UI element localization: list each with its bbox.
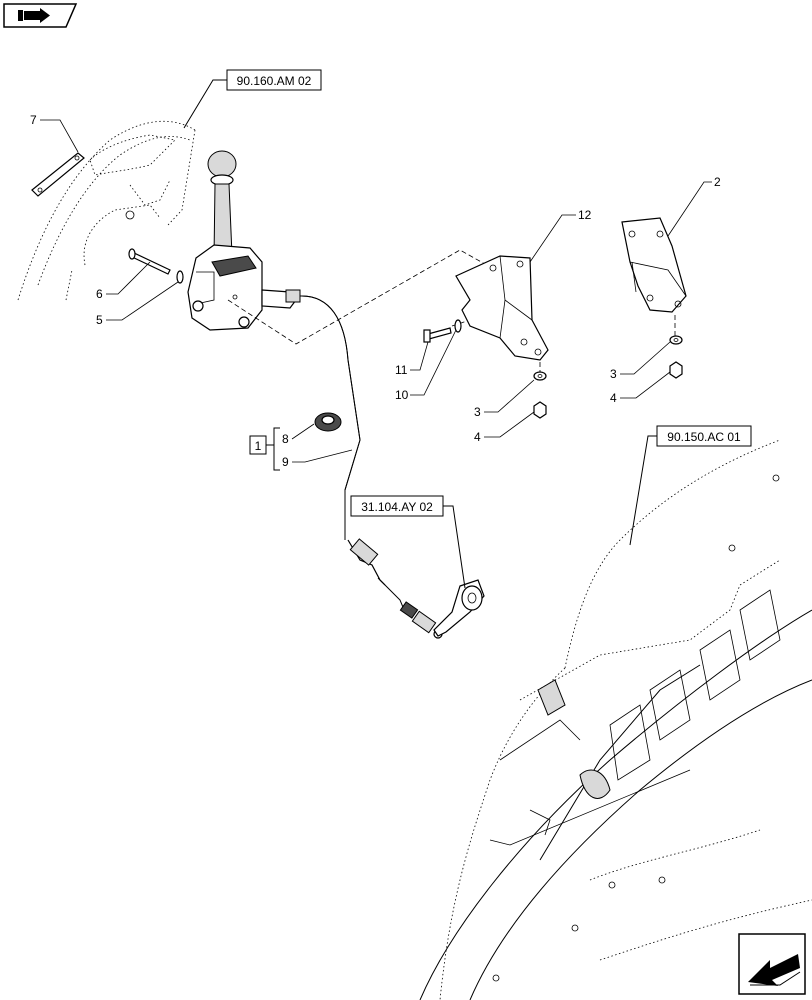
svg-text:1: 1: [255, 439, 262, 453]
svg-text:10: 10: [395, 388, 409, 402]
ref-box-frame[interactable]: 90.150.AC 01: [656, 425, 752, 447]
fasteners: [128, 248, 683, 432]
svg-text:9: 9: [282, 455, 289, 469]
callout-11: 11: [395, 341, 429, 377]
part-12-bracket: [455, 255, 549, 361]
callout-3-left: 3: [474, 379, 535, 419]
kit-bracket: [266, 427, 280, 471]
book-arrow-icon[interactable]: [3, 3, 78, 28]
part-2-bracket: [621, 217, 687, 313]
svg-text:4: 4: [610, 391, 617, 405]
ref-leader-linkage: [443, 505, 466, 589]
svg-text:4: 4: [474, 430, 481, 444]
callout-3-right: 3: [610, 341, 671, 381]
svg-text:12: 12: [578, 208, 592, 222]
callout-9: 9: [282, 449, 353, 469]
svg-text:7: 7: [30, 113, 37, 127]
svg-text:31.104.AY 02: 31.104.AY 02: [361, 500, 433, 514]
control-lever-assembly: [187, 150, 443, 639]
part-7-strip: [31, 152, 85, 197]
callout-4-right: 4: [610, 371, 671, 405]
linkage-lever: [433, 579, 485, 637]
assembly-reference-lines: [227, 249, 676, 380]
ref-box-linkage[interactable]: 31.104.AY 02: [350, 495, 444, 517]
next-page-arrow-icon[interactable]: [738, 933, 806, 995]
callout-5: 5: [96, 281, 179, 327]
callout-10: 10: [395, 329, 457, 402]
cab-frame-outline: [419, 439, 812, 1000]
ref-leader-seat: [183, 79, 227, 129]
svg-text:8: 8: [282, 432, 289, 446]
callout-4-left: 4: [474, 411, 535, 444]
svg-text:90.150.AC 01: 90.150.AC 01: [667, 430, 741, 444]
callout-12: 12: [529, 208, 592, 263]
kit-box[interactable]: 1: [249, 435, 267, 455]
svg-text:3: 3: [610, 367, 617, 381]
svg-text:5: 5: [96, 313, 103, 327]
svg-text:2: 2: [714, 175, 721, 189]
seat-shell-outline: [17, 120, 196, 301]
ref-box-seat[interactable]: 90.160.AM 02: [226, 69, 322, 91]
svg-text:3: 3: [474, 405, 481, 419]
svg-text:11: 11: [395, 363, 408, 377]
ref-leader-frame: [629, 435, 657, 546]
callout-2: 2: [667, 175, 721, 237]
svg-text:6: 6: [96, 287, 103, 301]
callout-7: 7: [30, 113, 79, 153]
svg-text:90.160.AM 02: 90.160.AM 02: [237, 74, 312, 88]
callout-8: 8: [282, 423, 315, 446]
callout-6: 6: [96, 261, 151, 301]
